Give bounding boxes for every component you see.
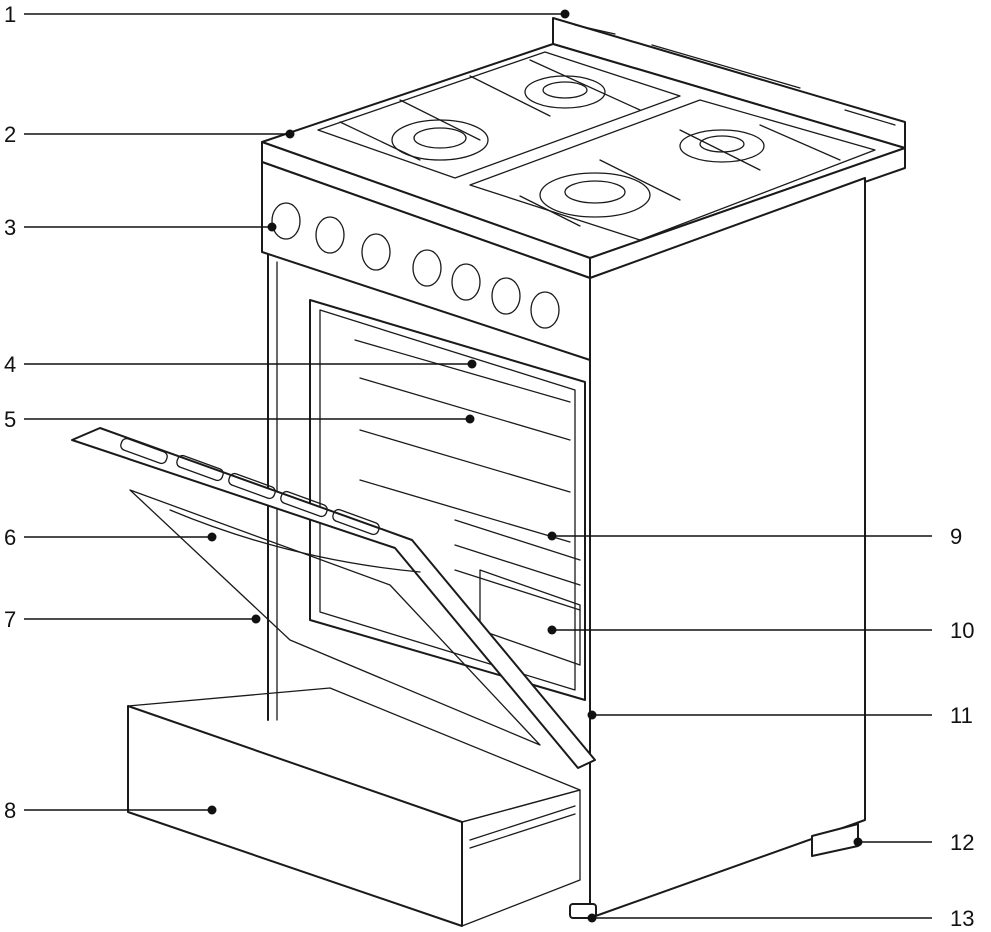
callout-number-12: 12 (950, 830, 974, 855)
leader-13-dot (587, 913, 597, 923)
callout-number-2: 2 (4, 122, 16, 147)
callout-number-10: 10 (950, 618, 974, 643)
range-illustration (71, 17, 906, 927)
callouts: 1 2 3 4 5 6 7 8 9 10 (4, 2, 974, 931)
cabinet-shape (267, 177, 866, 919)
leader-11-dot (587, 710, 597, 720)
leader-1-dot (560, 9, 570, 19)
callout-number-11: 11 (950, 703, 973, 728)
callout-number-4: 4 (4, 352, 16, 377)
callout-number-1: 1 (4, 2, 16, 27)
callout-number-7: 7 (4, 607, 16, 632)
leader-8-dot (207, 805, 217, 815)
leader-12-dot (853, 837, 863, 847)
leader-7-dot (251, 614, 261, 624)
leader-4-dot (467, 359, 477, 369)
callout-number-9: 9 (950, 524, 962, 549)
leader-6-dot (207, 532, 217, 542)
callout-number-6: 6 (4, 525, 16, 550)
callout-number-13: 13 (950, 906, 974, 931)
leader-2-dot (285, 129, 295, 139)
leader-3-dot (267, 222, 277, 232)
callout-number-3: 3 (4, 215, 16, 240)
oven-cavity-shape (309, 299, 586, 701)
grates-shape (317, 51, 876, 241)
feet-shape (569, 823, 859, 919)
cooktop-shape (261, 43, 906, 279)
oven-door-shape (71, 427, 596, 769)
callout-number-5: 5 (4, 407, 16, 432)
knob-shapes (271, 202, 560, 329)
drawer-shape (127, 687, 581, 927)
leader-5-dot (465, 414, 475, 424)
callout-number-8: 8 (4, 798, 16, 823)
leader-10-dot (547, 625, 557, 635)
leader-9-dot (547, 531, 557, 541)
